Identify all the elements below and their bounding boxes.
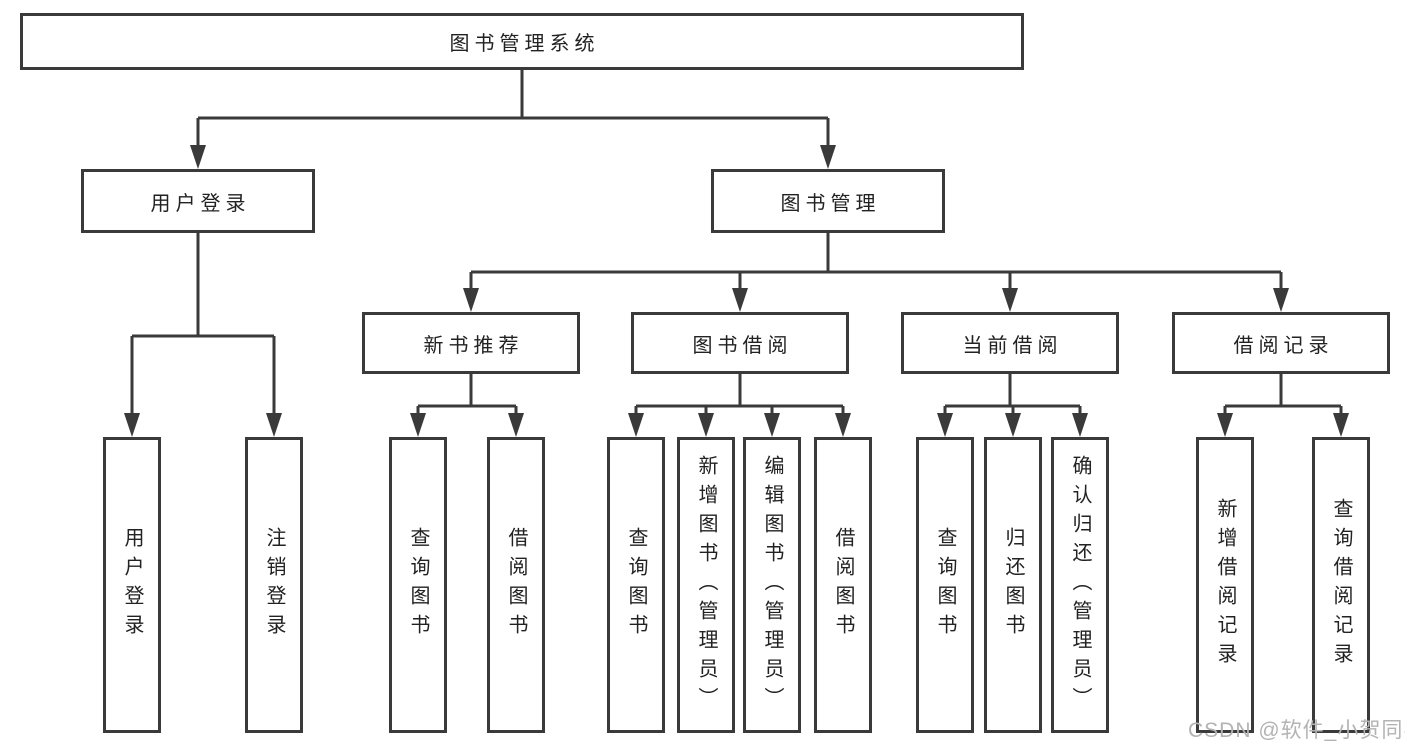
leaf-return-book: 归还图书 xyxy=(984,437,1042,733)
branch-current-borrow xyxy=(937,373,1088,437)
leaf-query-books-current: 查询图书 xyxy=(916,437,974,733)
leaf-query-books-borrow: 查询图书 xyxy=(607,437,665,733)
node-borrow-records: 借阅记录 xyxy=(1172,312,1390,374)
branch-root xyxy=(190,69,836,169)
leaf-edit-book-admin: 编辑图书（管理员） xyxy=(743,437,801,733)
leaf-logout: 注销登录 xyxy=(245,437,303,733)
leaf-borrow-books-recommend: 借阅图书 xyxy=(487,437,545,733)
leaf-add-book-admin: 新增图书（管理员） xyxy=(677,437,735,733)
branch-user-login xyxy=(124,232,282,437)
csdn-watermark: CSDN @软件_小贺同学 xyxy=(1188,719,1405,742)
node-root: 图书管理系统 xyxy=(20,13,1024,70)
node-book-management: 图书管理 xyxy=(711,169,945,233)
leaf-query-books-recommend: 查询图书 xyxy=(389,437,447,733)
node-user-login: 用户登录 xyxy=(81,169,315,233)
leaf-borrow-books: 借阅图书 xyxy=(814,437,872,733)
branch-borrow-records xyxy=(1217,373,1349,437)
node-new-book-recommend: 新书推荐 xyxy=(362,312,580,374)
leaf-user-login: 用户登录 xyxy=(103,437,161,733)
branch-book-management xyxy=(463,232,1289,312)
node-current-borrow: 当前借阅 xyxy=(901,312,1119,374)
node-book-borrow: 图书借阅 xyxy=(631,312,849,374)
branch-book-borrow xyxy=(628,373,851,437)
leaf-add-borrow-record: 新增借阅记录 xyxy=(1196,437,1254,733)
branch-new-book-recommend xyxy=(410,373,524,437)
leaf-query-borrow-record: 查询借阅记录 xyxy=(1312,437,1370,733)
leaf-confirm-return-admin: 确认归还（管理员） xyxy=(1051,437,1109,733)
